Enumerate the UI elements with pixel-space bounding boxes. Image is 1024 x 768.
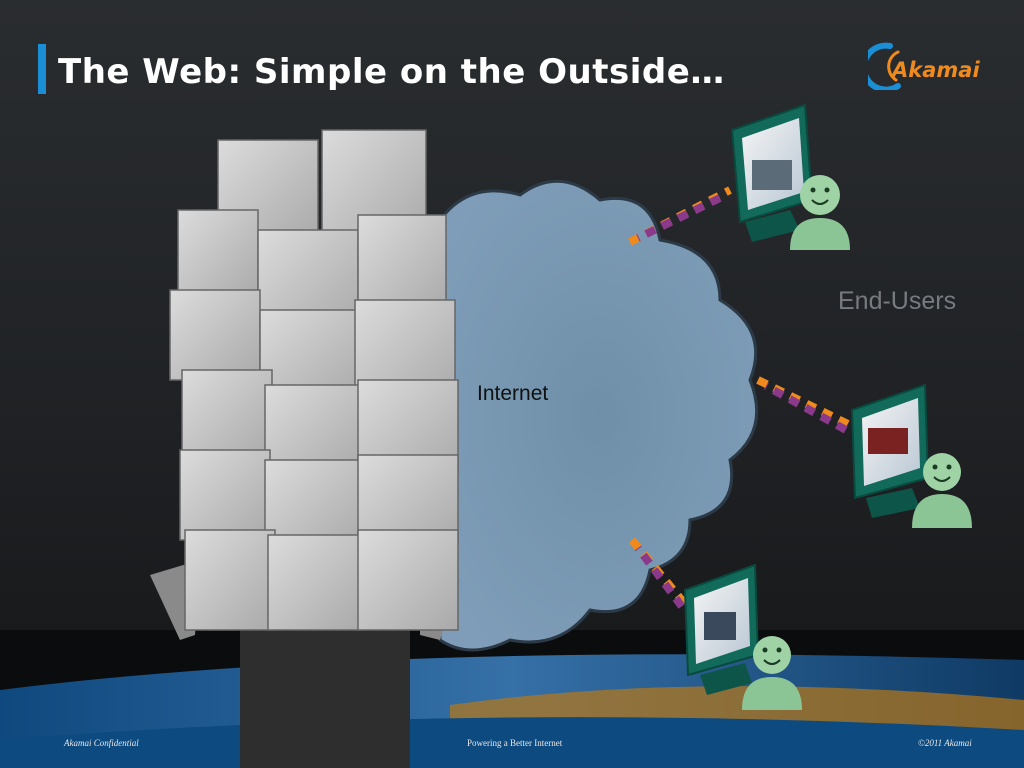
slide-title: The Web: Simple on the Outside… (58, 52, 725, 92)
user-avatar-1 (790, 175, 850, 250)
monitor-2 (850, 383, 930, 518)
footer-tagline: Powering a Better Internet (467, 738, 563, 748)
footer-confidential: Akamai Confidential (64, 738, 139, 748)
end-users-label: End-Users (838, 287, 957, 315)
server-boxes (169, 129, 459, 631)
title-accent-bar (38, 44, 46, 94)
akamai-logo (868, 42, 901, 90)
akamai-logo-text: Akamai (892, 58, 980, 82)
footer-copyright: ©2011 Akamai (918, 738, 972, 748)
internet-label: Internet (477, 382, 549, 405)
monitor-1 (730, 103, 814, 242)
user-avatar-2 (912, 453, 972, 528)
user-avatar-3 (742, 636, 802, 710)
internet-cloud (438, 179, 759, 652)
monitor-3 (683, 563, 760, 695)
connection-links (628, 186, 852, 615)
